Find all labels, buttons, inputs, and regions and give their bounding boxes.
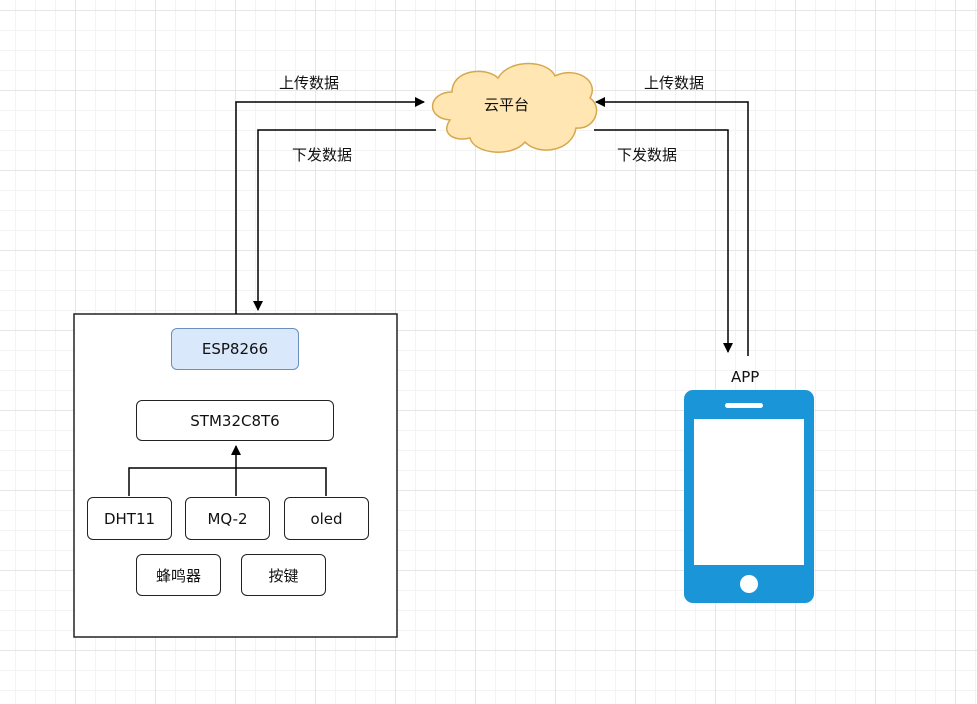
node-mq2[interactable]: MQ-2 [185,497,270,540]
node-stm32[interactable]: STM32C8T6 [136,400,334,441]
node-esp8266[interactable]: ESP8266 [171,328,299,370]
edge-app-upload [595,97,749,356]
cloud-shape[interactable] [431,62,598,153]
node-dht11[interactable]: DHT11 [87,497,172,540]
label-app-download: 下发数据 [617,146,678,164]
node-oled[interactable]: oled [284,497,369,540]
edge-app-download [594,129,733,353]
smartphone-icon[interactable] [684,390,814,603]
node-button[interactable]: 按键 [241,554,326,596]
label-device-download: 下发数据 [292,146,353,164]
node-buzzer[interactable]: 蜂鸣器 [136,554,221,596]
label-app-upload: 上传数据 [644,74,705,92]
app-label: APP [731,368,760,386]
edge-device-download [253,129,436,311]
edge-peripherals-bus [128,467,327,496]
cloud-label: 云平台 [484,96,530,114]
edge-device-upload [235,97,425,314]
label-device-upload: 上传数据 [279,74,340,92]
